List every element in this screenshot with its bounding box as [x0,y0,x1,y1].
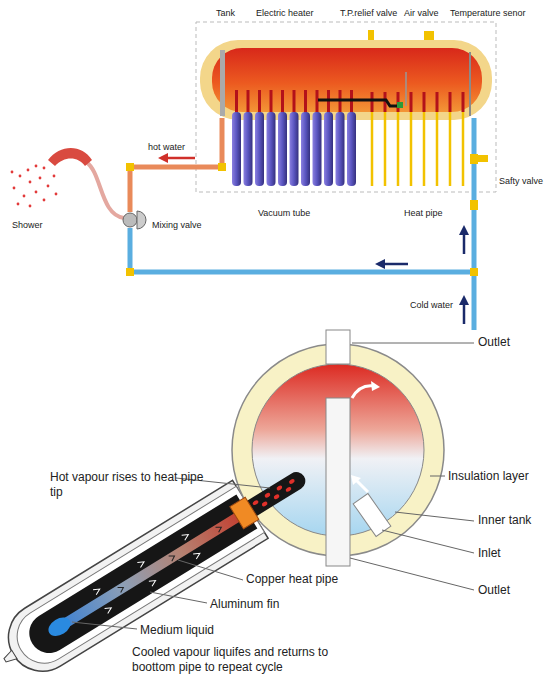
tank-insulation [200,40,492,120]
leader-lines [72,343,474,629]
part-label: T.P.relief valve [340,8,397,19]
frame-outline [196,22,496,192]
part-label: Outlet [478,583,510,597]
part-label: Shower [12,220,43,231]
part-label: Mixing valve [152,220,202,231]
part-label: Electric heater [256,8,314,19]
part-label: Safty valve [499,176,543,187]
part-label: Cold water [410,300,453,311]
part-label: Copper heat pipe [246,572,338,586]
part-label: Tank [216,8,235,19]
part-label: Vacuum tube [258,208,310,219]
part-label: Medium liquid [140,623,214,637]
part-label: Inner tank [478,513,531,527]
part-label: Cooled vapour liquifes and returns to bo… [132,645,367,675]
part-label: hot water [148,142,185,153]
part-label: Temperature senor [450,8,526,19]
heat-pipe-tip [230,465,311,529]
part-label: Outlet [478,335,510,349]
part-label: Hot vapour rises to heat pipe tip [50,470,210,500]
part-label: Aluminum fin [210,597,279,611]
part-label: Air valve [404,8,439,19]
part-label: Inlet [478,546,501,560]
part-label: Heat pipe [404,208,443,219]
tank-body [212,48,482,112]
part-label: Insulation layer [448,469,529,483]
